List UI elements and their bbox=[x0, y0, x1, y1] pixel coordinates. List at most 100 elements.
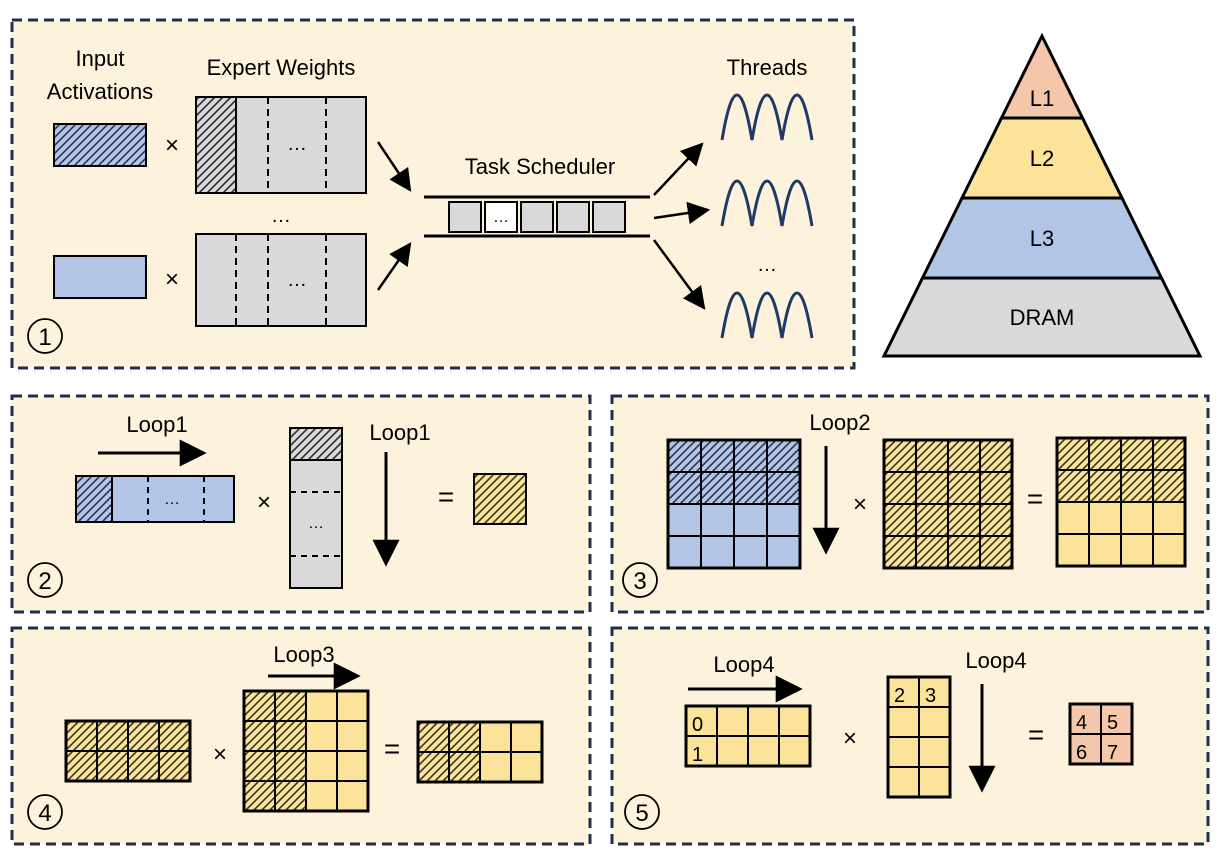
task-scheduler-queue: … bbox=[424, 195, 650, 238]
grid-cell bbox=[243, 690, 276, 722]
step-4-number: 4 bbox=[38, 800, 51, 827]
expert-weight-matrix-bottom: … bbox=[195, 233, 367, 327]
thread-wave-1 bbox=[720, 93, 814, 141]
weight-column-blocked: … bbox=[289, 427, 343, 589]
equals-sign: = bbox=[1027, 483, 1043, 514]
loop3-label: Loop3 bbox=[273, 642, 334, 667]
grid-cell bbox=[915, 535, 949, 569]
grid-cell bbox=[336, 780, 369, 812]
pyramid-level-label: L3 bbox=[1030, 226, 1054, 251]
grid-cell bbox=[417, 721, 450, 753]
grid-cell bbox=[887, 736, 920, 768]
grid-cell bbox=[1152, 437, 1186, 471]
grid-cell bbox=[883, 471, 917, 505]
grid-cell bbox=[158, 750, 191, 782]
thread-wave-3 bbox=[720, 291, 814, 339]
pyramid-level-label: L2 bbox=[1030, 146, 1054, 171]
grid-cell bbox=[1152, 533, 1186, 567]
arrow-to-scheduler-top bbox=[376, 141, 412, 192]
times-sign: × bbox=[257, 489, 271, 516]
grid-cell bbox=[887, 706, 920, 738]
grid-cell bbox=[274, 690, 307, 722]
equals-sign: = bbox=[438, 481, 454, 512]
step-3-badge bbox=[622, 562, 658, 598]
ellipsis: … bbox=[308, 515, 324, 532]
step-4-badge bbox=[27, 794, 63, 830]
grid-cell bbox=[716, 735, 749, 767]
loop1-label-horizontal: Loop1 bbox=[126, 412, 187, 437]
step-5-number: 5 bbox=[635, 800, 648, 827]
panel-1: Input Activations Expert Weights × … … ×… bbox=[10, 18, 856, 370]
grid-cell bbox=[417, 751, 450, 783]
activation-grid bbox=[64, 719, 192, 783]
grid-cell bbox=[448, 721, 481, 753]
arrow-to-thread-3 bbox=[652, 239, 706, 310]
equals-sign: = bbox=[1028, 719, 1044, 750]
index-label: 2 bbox=[894, 685, 905, 707]
ellipsis: … bbox=[287, 269, 307, 291]
grid-cell bbox=[305, 750, 338, 782]
step-3-number: 3 bbox=[633, 568, 646, 595]
grid-cell bbox=[448, 751, 481, 783]
grid-cell bbox=[979, 471, 1013, 505]
grid-cell bbox=[1152, 501, 1186, 535]
grid-cell bbox=[127, 750, 160, 782]
grid-cell bbox=[1056, 437, 1090, 471]
grid-cell bbox=[947, 471, 981, 505]
activation-row-blocked: … bbox=[75, 475, 235, 523]
grid-border bbox=[1055, 436, 1187, 568]
arrow-to-scheduler-bottom bbox=[376, 242, 412, 291]
grid-cell bbox=[979, 503, 1013, 537]
grid-border bbox=[242, 689, 370, 813]
grid-border bbox=[684, 704, 812, 768]
grid-cell bbox=[1056, 501, 1090, 535]
grid-cell bbox=[336, 720, 369, 752]
grid-cell bbox=[1088, 501, 1122, 535]
grid-cell bbox=[700, 503, 735, 537]
loop4-label-horizontal: Loop4 bbox=[713, 652, 774, 677]
grid-cell bbox=[747, 705, 780, 737]
grid-cell bbox=[96, 720, 129, 752]
activation-grid: 01 bbox=[684, 704, 812, 768]
grid-cell bbox=[766, 503, 801, 537]
grid-cell bbox=[1056, 533, 1090, 567]
step-2-number: 2 bbox=[38, 568, 51, 595]
grid-border bbox=[666, 438, 802, 570]
ellipsis: … bbox=[164, 491, 180, 508]
ellipsis: … bbox=[493, 209, 509, 226]
grid-cell bbox=[778, 735, 811, 767]
grid-cell bbox=[479, 751, 512, 783]
times-sign: × bbox=[843, 725, 857, 752]
input-activation-hatched bbox=[53, 123, 147, 167]
grid-cell bbox=[1088, 469, 1122, 503]
panel-4: × Loop3 = 4 bbox=[10, 626, 592, 846]
input-activations-label-2: Activations bbox=[47, 79, 153, 104]
expert-weights-label: Expert Weights bbox=[207, 55, 356, 80]
grid-border bbox=[1068, 702, 1134, 766]
loop4-label-vertical: Loop4 bbox=[965, 648, 1026, 673]
grid-cell bbox=[243, 750, 276, 782]
grid-cell bbox=[766, 535, 801, 569]
grid-cell bbox=[979, 439, 1013, 473]
grid-cell bbox=[685, 735, 718, 767]
grid-cell bbox=[947, 535, 981, 569]
grid-cell bbox=[733, 535, 768, 569]
weight-grid bbox=[882, 438, 1014, 570]
times-sign: × bbox=[213, 741, 227, 768]
input-activation-plain bbox=[53, 255, 147, 299]
step-5-badge bbox=[624, 794, 660, 830]
loop2-label: Loop2 bbox=[809, 410, 870, 435]
index-label: 3 bbox=[925, 685, 936, 707]
step-1-number: 1 bbox=[38, 324, 51, 351]
grid-cell bbox=[733, 503, 768, 537]
grid-border bbox=[64, 719, 192, 783]
grid-cell bbox=[700, 471, 735, 505]
grid-cell bbox=[883, 503, 917, 537]
grid-cell bbox=[918, 736, 951, 768]
grid-cell bbox=[716, 705, 749, 737]
equals-sign: = bbox=[384, 733, 400, 764]
